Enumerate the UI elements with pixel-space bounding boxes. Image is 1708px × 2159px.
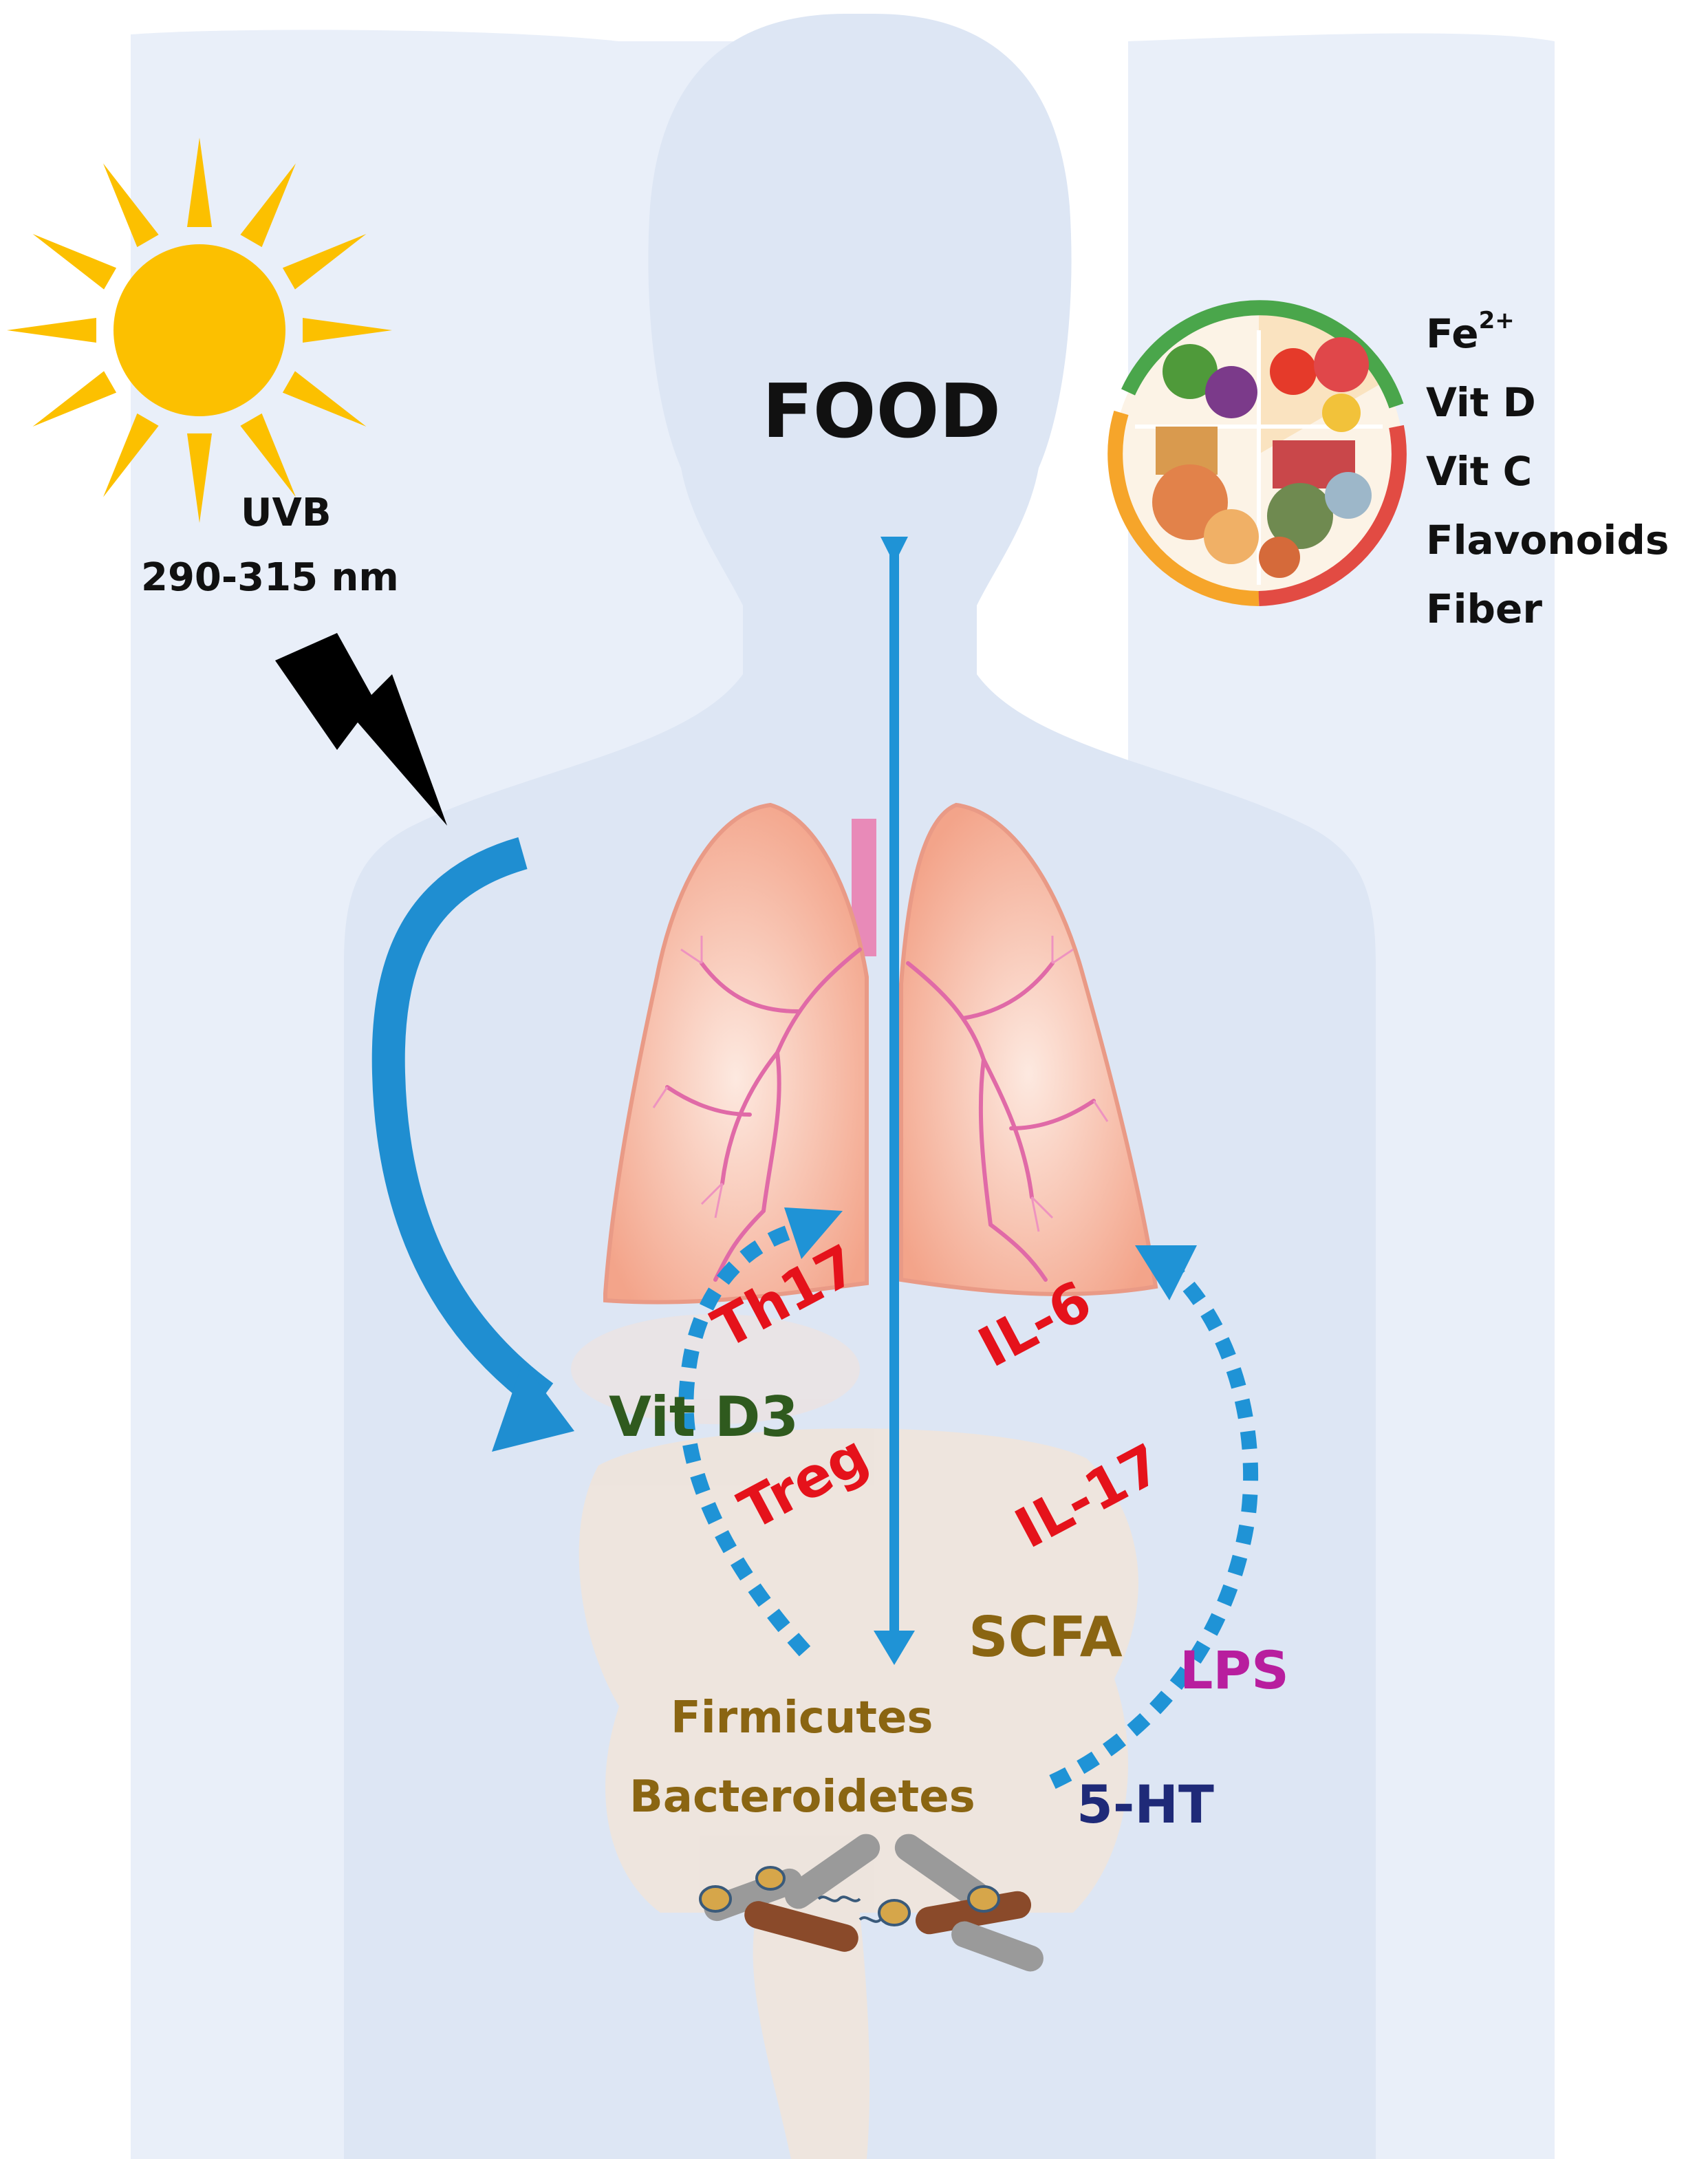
il17-label: IL-17: [1005, 1432, 1172, 1561]
lungs-icon: [603, 802, 1158, 1304]
nutrient-list: Fe2+ Vit D Vit C Flavonoids Fiber: [1426, 299, 1669, 643]
th17-treg-dotted-arrow: [678, 1207, 843, 1657]
il6-label: IL-6: [969, 1269, 1101, 1380]
uvb-wavelength-label: 290-315 nm: [141, 555, 399, 600]
lps-label: LPS: [1180, 1640, 1289, 1701]
sun-icon: [7, 138, 392, 523]
bacteria-icon: [699, 1834, 1044, 1972]
uvb-vitd3-arrow: [371, 837, 574, 1452]
bacteroidetes-label: Bacteroidetes: [629, 1772, 975, 1823]
nutrient-item-fiber: Fiber: [1426, 586, 1542, 632]
firmicutes-label: Firmicutes: [671, 1693, 933, 1743]
food-plate-icon: [1107, 300, 1407, 606]
intestine-icon: [571, 1314, 1138, 2159]
nutrient-item-flavonoids: Flavonoids: [1426, 517, 1669, 563]
scfa-label: SCFA: [969, 1605, 1123, 1669]
nutrient-item-vit-d: Vit D: [1426, 379, 1536, 426]
vit-d3-label: Vit D3: [609, 1385, 799, 1449]
lps-5ht-dotted-arrow: [1049, 1245, 1259, 1789]
th17-label: Th17: [702, 1232, 867, 1361]
food-label: FOOD: [762, 369, 1002, 455]
food-arrow: [874, 537, 915, 1665]
lightning-icon: [275, 633, 447, 826]
uvb-label: UVB: [241, 491, 332, 535]
5ht-label: 5-HT: [1077, 1774, 1214, 1835]
nutrient-item-vit-c: Vit C: [1426, 448, 1533, 495]
nutrient-item-fe: Fe2+: [1426, 307, 1515, 357]
treg-label: Treg: [728, 1422, 878, 1542]
